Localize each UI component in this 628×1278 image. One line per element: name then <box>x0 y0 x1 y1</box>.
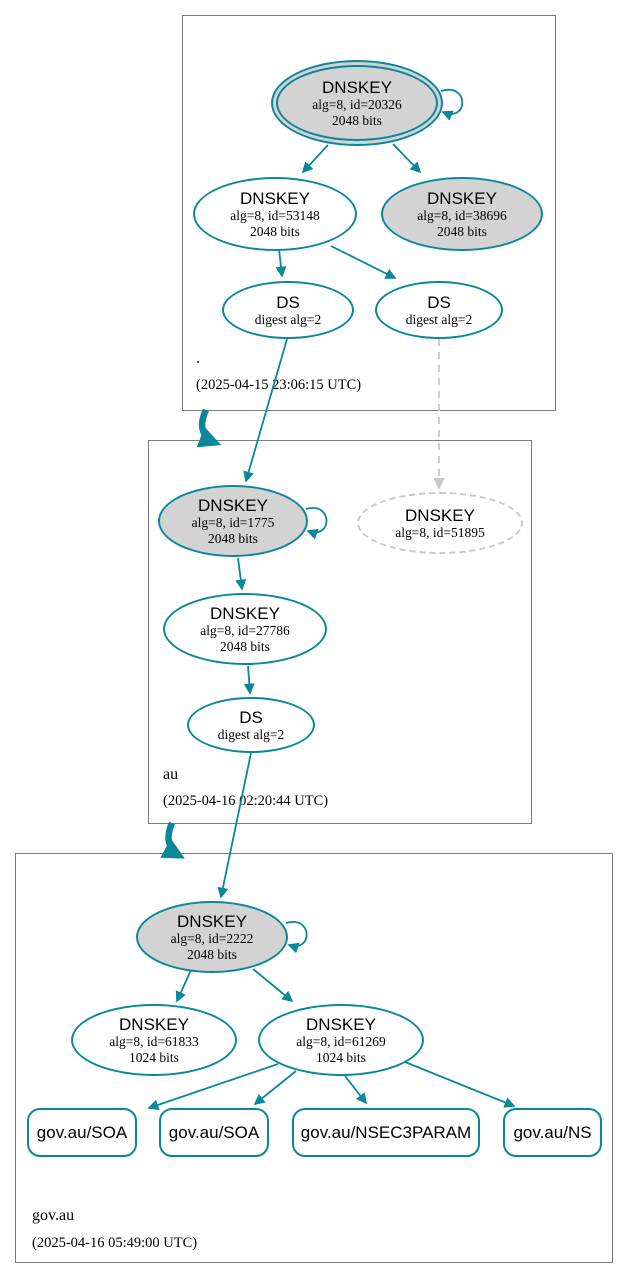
rrset-label: gov.au/SOA <box>36 1122 128 1142</box>
node-root-dnskey-38696: DNSKEY alg=8, id=38696 2048 bits <box>381 177 543 251</box>
node-rrset-gov-au-soa-2: gov.au/SOA <box>159 1108 269 1157</box>
node-title: DNSKEY <box>427 189 497 208</box>
node-au-zsk-dnskey-27786: DNSKEY alg=8, id=27786 2048 bits <box>163 593 327 665</box>
node-rrset-gov-au-nsec3param: gov.au/NSEC3PARAM <box>292 1108 480 1157</box>
edge-zone-root-to-au <box>196 408 222 448</box>
node-detail: alg=8, id=2222 <box>170 931 254 946</box>
zone-label-gov-au: gov.au <box>32 1207 75 1224</box>
zone-timestamp-root: (2025-04-15 23:06:15 UTC) <box>196 377 362 393</box>
node-detail: 2048 bits <box>332 112 382 128</box>
node-root-ds2: DS digest alg=2 <box>375 281 503 339</box>
node-detail: 1024 bits <box>129 1049 179 1065</box>
node-au-ksk-dnskey-1775: DNSKEY alg=8, id=1775 2048 bits <box>158 485 308 557</box>
node-detail: 2048 bits <box>187 946 237 962</box>
node-detail: 1024 bits <box>316 1049 366 1065</box>
zone-box-root <box>182 15 556 411</box>
node-title: DNSKEY <box>306 1015 376 1034</box>
edge-zone-au-to-gov-au <box>160 821 185 859</box>
node-detail: alg=8, id=51895 <box>395 524 485 540</box>
zone-box-gov-au <box>15 853 613 1263</box>
node-title: DNSKEY <box>240 189 310 208</box>
node-detail: alg=8, id=27786 <box>200 623 290 638</box>
node-title: DNSKEY <box>405 505 475 525</box>
node-rrset-gov-au-soa-1: gov.au/SOA <box>27 1108 137 1157</box>
node-title: DS <box>239 707 263 727</box>
node-detail: alg=8, id=20326 <box>312 97 402 112</box>
node-title: DS <box>427 292 451 312</box>
node-detail: alg=8, id=1775 <box>191 515 275 530</box>
node-title: DNSKEY <box>177 912 247 931</box>
zone-timestamp-gov-au: (2025-04-16 05:49:00 UTC) <box>32 1235 198 1251</box>
node-detail: alg=8, id=38696 <box>417 208 507 223</box>
zone-label-root: . <box>196 350 200 367</box>
node-root-ds1: DS digest alg=2 <box>222 281 354 339</box>
node-gov-ksk-dnskey-2222: DNSKEY alg=8, id=2222 2048 bits <box>136 901 288 973</box>
node-detail: 2048 bits <box>208 530 258 546</box>
node-detail: alg=8, id=61833 <box>109 1034 199 1049</box>
node-title: DNSKEY <box>119 1015 189 1034</box>
node-title: DS <box>276 292 300 312</box>
zone-timestamp-au: (2025-04-16 02:20:44 UTC) <box>163 793 329 809</box>
node-gov-zsk-dnskey-61269: DNSKEY alg=8, id=61269 1024 bits <box>258 1004 424 1076</box>
node-title: DNSKEY <box>322 78 392 97</box>
node-au-missing-dnskey-51895: DNSKEY alg=8, id=51895 <box>357 492 523 554</box>
node-detail: digest alg=2 <box>254 311 322 327</box>
node-detail: 2048 bits <box>437 223 487 239</box>
node-detail: 2048 bits <box>250 223 300 239</box>
node-root-zsk-dnskey-53148: DNSKEY alg=8, id=53148 2048 bits <box>193 177 357 251</box>
node-root-ksk-dnskey-20326: DNSKEY alg=8, id=20326 2048 bits <box>271 60 443 146</box>
node-gov-zsk-dnskey-61833: DNSKEY alg=8, id=61833 1024 bits <box>71 1004 237 1076</box>
node-detail: digest alg=2 <box>405 311 473 327</box>
node-detail: digest alg=2 <box>217 726 285 742</box>
node-rrset-gov-au-ns: gov.au/NS <box>503 1108 602 1157</box>
rrset-label: gov.au/NS <box>513 1122 592 1142</box>
node-detail: 2048 bits <box>220 638 270 654</box>
rrset-label: gov.au/NSEC3PARAM <box>300 1122 472 1142</box>
zone-label-au: au <box>163 766 179 783</box>
node-title: DNSKEY <box>198 496 268 515</box>
node-detail: alg=8, id=61269 <box>296 1034 386 1049</box>
rrset-label: gov.au/SOA <box>168 1122 260 1142</box>
node-title: DNSKEY <box>210 604 280 623</box>
node-detail: alg=8, id=53148 <box>230 208 320 223</box>
node-au-ds: DS digest alg=2 <box>187 697 315 753</box>
zone-box-au <box>148 440 532 824</box>
